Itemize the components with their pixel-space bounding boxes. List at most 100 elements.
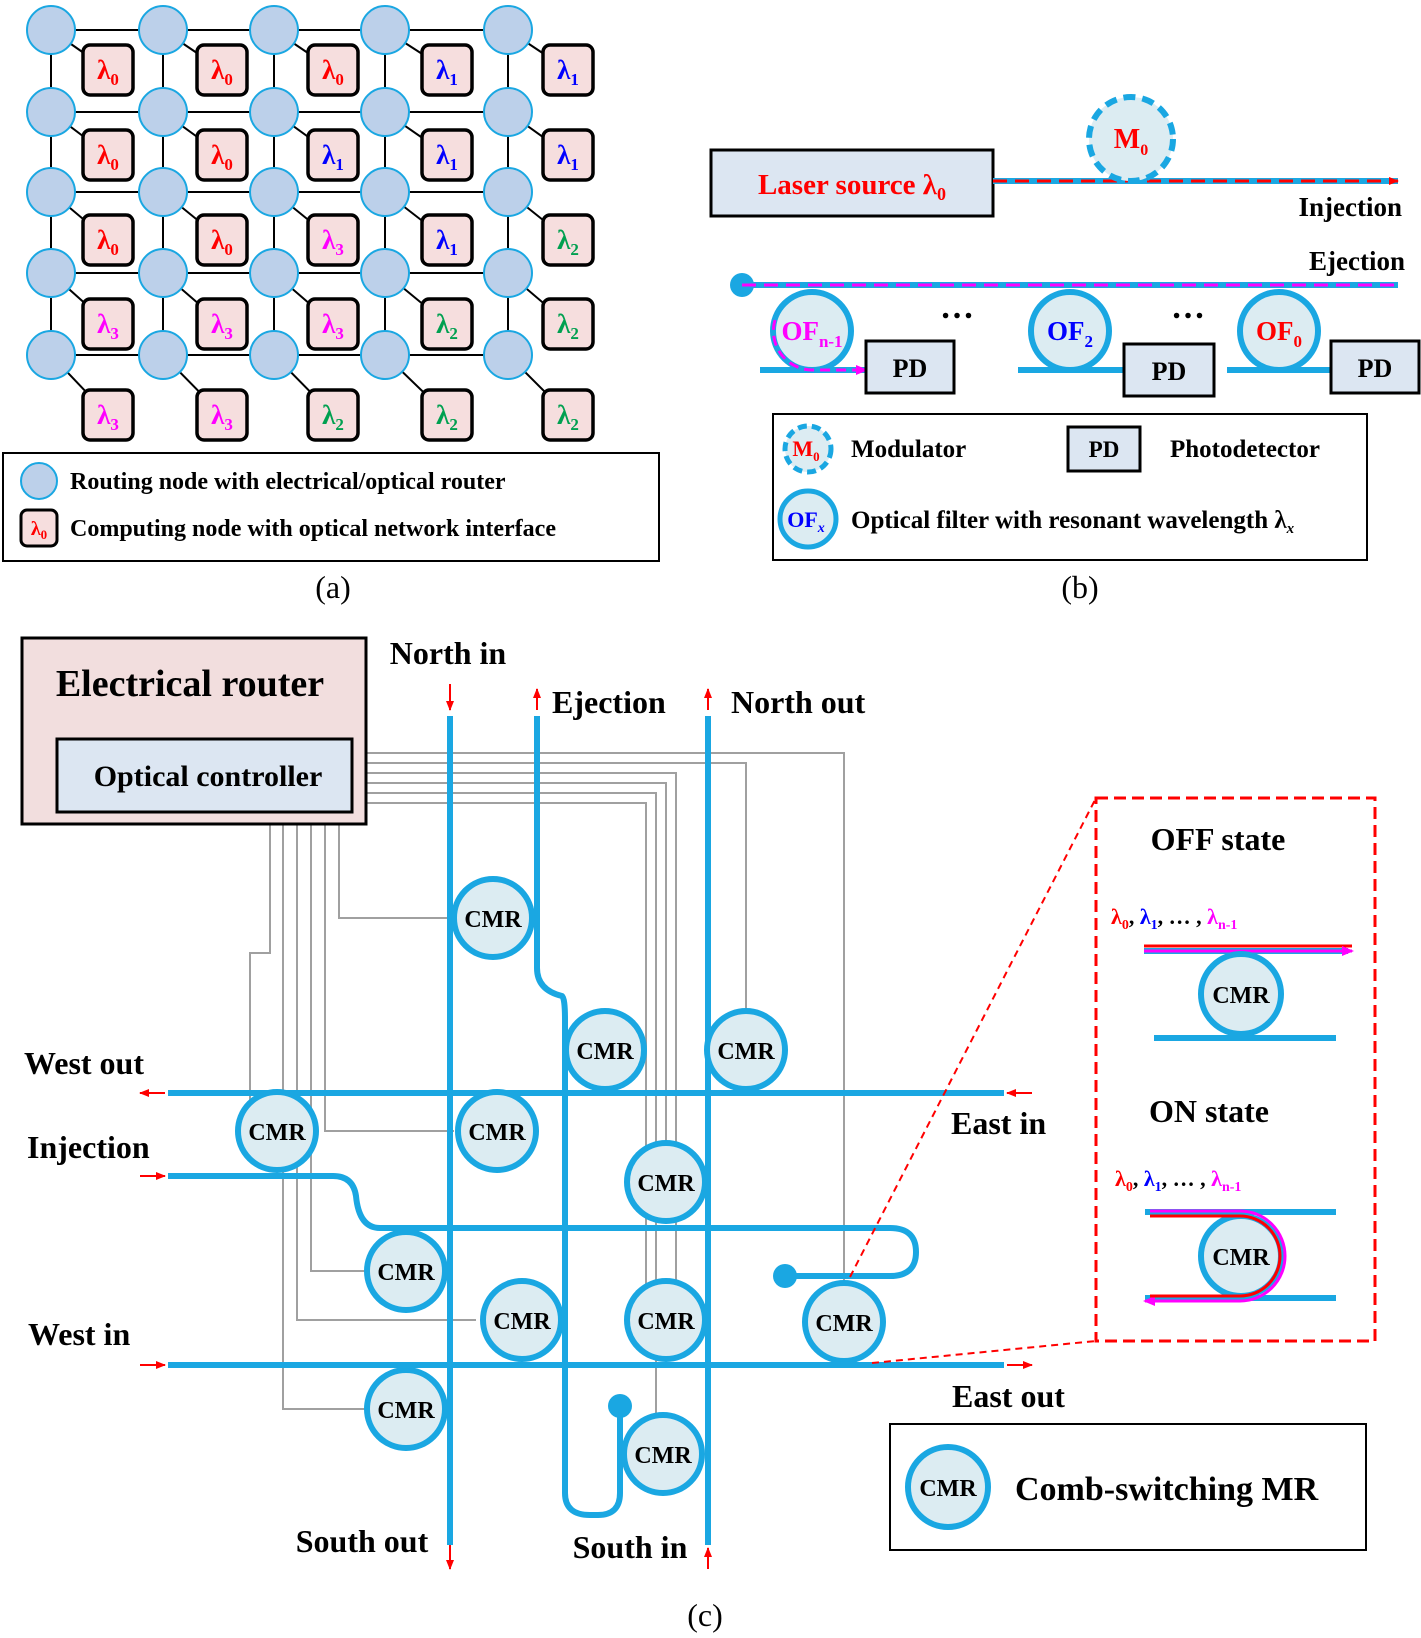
routing-node-1-3	[360, 87, 410, 137]
cmr-ring-4: CMR	[455, 1089, 539, 1173]
compute-node-4-3: λ2	[420, 388, 474, 442]
routing-node-0-1	[138, 5, 188, 55]
svg-text:λ3: λ3	[97, 400, 119, 434]
routing-node-4-0	[26, 330, 76, 380]
compute-node-2-0: λ0	[81, 213, 135, 267]
routing-node-4-1	[138, 330, 188, 380]
routing-node-3-4	[483, 248, 533, 298]
compute-node-1-2: λ1	[306, 128, 360, 182]
cmr-label-5: CMR	[637, 1171, 695, 1197]
zoom-line-top	[849, 797, 1097, 1278]
compute-node-0-0: λ0	[81, 43, 135, 97]
routing-node-4-2	[249, 330, 299, 380]
compute-node-2-3: λ1	[420, 213, 474, 267]
cmr-off-label: CMR	[1212, 983, 1270, 1009]
compute-node-1-0: λ0	[81, 128, 135, 182]
routing-node-2-2	[249, 167, 299, 217]
routing-node-0-3	[360, 5, 410, 55]
cmr-ring-9: CMR	[802, 1280, 886, 1364]
modulator-label: M	[1114, 124, 1140, 155]
svg-text:Laser source λ0: Laser source λ0	[758, 169, 946, 204]
svg-text:λ1: λ1	[436, 140, 458, 174]
pd-label-2: PD	[1358, 354, 1393, 383]
svg-text:λ3: λ3	[211, 309, 233, 343]
pd-box-2	[1329, 339, 1421, 395]
routing-node-0-4	[483, 5, 533, 55]
svg-text:OFn-1: OFn-1	[781, 316, 842, 351]
routing-node-1-1	[138, 87, 188, 137]
legend-routing-text: Routing node with electrical/optical rou…	[70, 469, 506, 495]
svg-text:λ1: λ1	[557, 140, 579, 174]
legend-cmr-text: Comb-switching MR	[1015, 1471, 1319, 1508]
svg-text:λ2: λ2	[436, 400, 458, 434]
panel-b-legend: M0 Modulator PD Photodetector OFx Optica…	[772, 413, 1368, 561]
compute-node-3-1: λ3	[195, 297, 249, 351]
svg-text:λ1: λ1	[322, 140, 344, 174]
filter-ring-2: OF2 PD	[1018, 289, 1216, 398]
caption-c: (c)	[687, 1597, 723, 1633]
cmr-label-2: CMR	[717, 1039, 775, 1065]
svg-text:Optical filter with resonant w: Optical filter with resonant wavelength …	[851, 507, 1295, 537]
caption-a: (a)	[315, 569, 351, 605]
svg-text:λ0: λ0	[211, 225, 233, 259]
compute-node-3-4: λ2	[541, 297, 595, 351]
cmr-label-1: CMR	[576, 1039, 634, 1065]
legend-cmr-icon	[905, 1444, 991, 1530]
routing-node-3-2	[249, 248, 299, 298]
legend-modulator-icon-label: M	[792, 436, 813, 461]
filter-label-1: OF	[1047, 316, 1085, 346]
cmr-on-label: CMR	[1212, 1245, 1270, 1271]
svg-text:λ0: λ0	[31, 518, 47, 542]
modulator-sub: 0	[1140, 142, 1148, 159]
compute-node-0-4: λ1	[541, 43, 595, 97]
ellipsis-2: …	[1171, 289, 1205, 326]
svg-text:λ2: λ2	[322, 400, 344, 434]
panel-b-interface: Laser source λ0 M0 Injection Ejection OF…	[709, 94, 1421, 605]
legend-filter-text-sub: x	[1286, 521, 1295, 537]
cmr-ring-2: CMR	[704, 1008, 788, 1092]
legend-filter-icon-sub: x	[817, 521, 825, 536]
svg-text:λ0: λ0	[211, 140, 233, 174]
label-west-in: West in	[28, 1316, 130, 1352]
svg-text:λ2: λ2	[557, 309, 579, 343]
svg-text:λ2: λ2	[557, 225, 579, 259]
svg-text:λ3: λ3	[97, 309, 119, 343]
compute-node-4-1: λ3	[195, 388, 249, 442]
compute-node-1-4: λ1	[541, 128, 595, 182]
compute-node-1-3: λ1	[420, 128, 474, 182]
svg-text:λ0: λ0	[97, 55, 119, 89]
cmr-label-7: CMR	[493, 1309, 551, 1335]
routing-node-3-1	[138, 248, 188, 298]
legend-cmr-icon-label: CMR	[919, 1476, 977, 1502]
cmr-ring-10: CMR	[364, 1367, 448, 1451]
legend-modulator-icon-sub: 0	[813, 449, 820, 464]
modulator-ring	[1086, 94, 1176, 184]
compute-node-0-1: λ0	[195, 43, 249, 97]
cmr-ring-6: CMR	[364, 1229, 448, 1313]
compute-node-3-3: λ2	[420, 297, 474, 351]
cmr-ring-0: CMR	[451, 876, 535, 960]
legend-pd-icon	[1066, 425, 1142, 473]
svg-text:OFx: OFx	[787, 507, 825, 536]
compute-node-2-2: λ3	[306, 213, 360, 267]
cmr-label-9: CMR	[815, 1311, 873, 1337]
compute-node-3-2: λ3	[306, 297, 360, 351]
off-wavelength-list: λ0, λ1, … , λn-1	[1111, 904, 1237, 933]
electrical-router-label: Electrical router	[56, 663, 324, 705]
label-injection-c: Injection	[27, 1129, 150, 1165]
svg-text:λ0: λ0	[322, 55, 344, 89]
compute-node-4-0: λ3	[81, 388, 135, 442]
label-east-in: East in	[951, 1105, 1046, 1141]
svg-text:M0: M0	[1114, 124, 1148, 159]
cmr-ring-3: CMR	[235, 1089, 319, 1173]
compute-node-3-0: λ3	[81, 297, 135, 351]
cmr-label-8: CMR	[637, 1309, 695, 1335]
compute-node-4-4: λ2	[541, 388, 595, 442]
zoom-line-bottom	[871, 1340, 1097, 1364]
legend-modulator-icon	[782, 423, 834, 475]
cmr-ring-8: CMR	[624, 1278, 708, 1362]
cmr-label-10: CMR	[377, 1398, 435, 1424]
pd-label-1: PD	[1152, 357, 1187, 386]
off-state-label: OFF state	[1151, 821, 1286, 857]
routing-node-2-3	[360, 167, 410, 217]
